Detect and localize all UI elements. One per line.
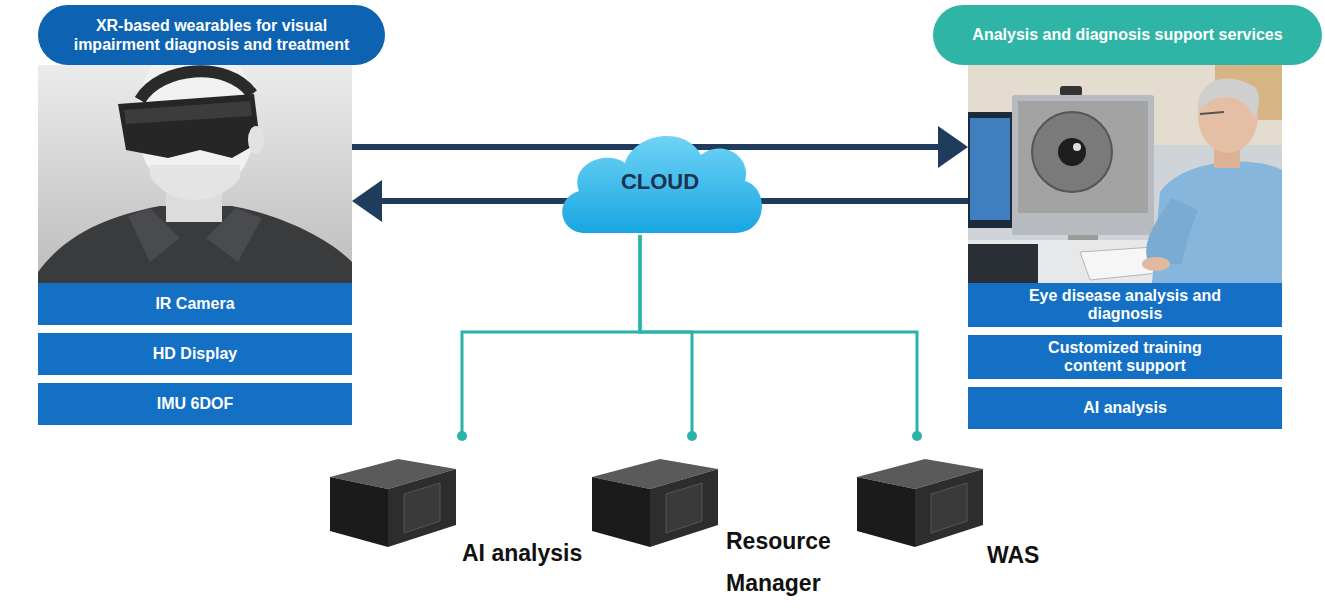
device-panel: XR-based wearables for visual impairment… <box>38 5 352 425</box>
end-dot <box>457 431 467 441</box>
cloud-node: CLOUD <box>555 125 765 235</box>
server-name: WAS <box>987 542 1039 568</box>
ear <box>248 126 264 154</box>
eye-highlight <box>1073 143 1081 151</box>
dark-keyboard <box>968 244 1038 283</box>
server-front <box>915 469 983 547</box>
network-line <box>640 235 692 436</box>
connector-group <box>457 235 640 441</box>
heading-text: XR-based wearables for visual impairment… <box>60 16 363 54</box>
side-monitor <box>968 112 1014 228</box>
heading-pill: XR-based wearables for visual impairment… <box>38 5 385 65</box>
feature-box: HD Display <box>38 333 352 375</box>
cloud-label: CLOUD <box>621 169 699 195</box>
box-label: Eye disease analysis and diagnosis <box>1018 287 1232 323</box>
box-label: IR Camera <box>155 295 234 313</box>
server-illustration <box>330 459 456 547</box>
end-dot <box>912 431 922 441</box>
connector-group <box>640 235 922 441</box>
server-bay <box>666 483 702 533</box>
server-side <box>330 477 388 547</box>
service-panel: Analysis and diagnosis support servicesE… <box>968 5 1282 429</box>
clinician-photo <box>968 65 1282 283</box>
side-screen <box>970 118 1010 220</box>
server-illustration <box>857 459 983 547</box>
server-node: AI analysis <box>328 436 608 574</box>
server-bay <box>404 483 440 533</box>
server-bay <box>931 483 967 533</box>
cloud-outline <box>562 136 762 233</box>
visor-highlight <box>124 101 252 124</box>
server-name: AI analysis <box>462 540 582 566</box>
hair <box>1198 79 1259 118</box>
heading-pill: Analysis and diagnosis support services <box>933 5 1322 65</box>
pupil <box>1058 138 1086 166</box>
server-node: WAS <box>855 436 1060 576</box>
server-side <box>592 477 650 547</box>
network-line <box>640 235 917 436</box>
server-label: Resource Manager <box>726 520 856 604</box>
server-front <box>388 469 456 547</box>
server-node: Resource Manager <box>590 436 850 606</box>
webcam <box>1060 86 1082 96</box>
end-dot <box>687 431 697 441</box>
arrow-head <box>938 126 968 168</box>
server-label: WAS <box>987 534 1077 576</box>
box-label: Customized training content support <box>1018 339 1232 375</box>
feature-box: IMU 6DOF <box>38 383 352 425</box>
network-line <box>462 235 640 436</box>
server-label: AI analysis <box>462 532 622 574</box>
arrow-head <box>352 180 382 222</box>
heading-text: Analysis and diagnosis support services <box>972 25 1282 44</box>
iris <box>1032 112 1112 192</box>
chin <box>150 165 240 200</box>
box-label: AI analysis <box>1083 399 1167 417</box>
feature-box: AI analysis <box>968 387 1282 429</box>
box-label: HD Display <box>153 345 237 363</box>
hand <box>1142 257 1170 271</box>
photo-ground <box>968 65 1282 283</box>
glasses <box>1200 112 1224 114</box>
box-label: IMU 6DOF <box>157 395 233 413</box>
feature-box: Eye disease analysis and diagnosis <box>968 283 1282 327</box>
server-illustration <box>592 459 718 547</box>
main-screen <box>1018 101 1148 213</box>
server-front <box>650 469 718 547</box>
server-side <box>857 477 915 547</box>
arm <box>1146 198 1198 264</box>
server-name: Resource Manager <box>726 528 831 596</box>
headset-visor <box>118 94 260 158</box>
headset-illustration <box>38 65 352 283</box>
connector-group <box>640 235 697 441</box>
main-monitor <box>1012 95 1154 235</box>
feature-box: IR Camera <box>38 283 352 325</box>
feature-box: Customized training content support <box>968 335 1282 379</box>
